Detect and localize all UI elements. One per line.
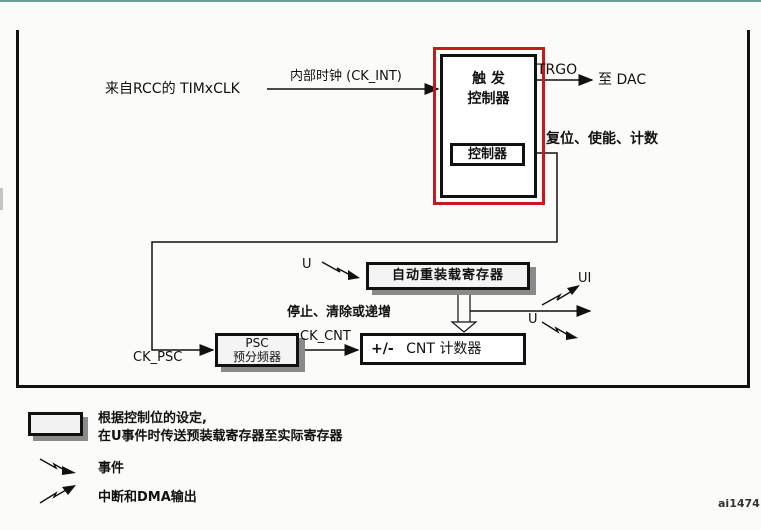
trgo-label: TRGO — [537, 62, 578, 78]
legend-interrupt-dma-text: 中断和DMA输出 — [98, 490, 197, 505]
stop-clear-increment-label: 停止、清除或递增 — [287, 305, 392, 320]
ck-psc-label: CK_PSC — [133, 350, 183, 365]
u-out-label: U — [528, 312, 538, 327]
ui-out-label: UI — [578, 271, 592, 286]
ck-int-label: 内部时钟 (CK_INT) — [290, 69, 402, 84]
ck-cnt-label: CK_CNT — [300, 329, 351, 344]
interrupt-dma-icon — [36, 484, 80, 506]
cnt-label: CNT 计数器 — [406, 341, 482, 357]
legend-preload-register-icon — [28, 412, 83, 436]
trigger-controller-title-1: 触 发 — [472, 71, 505, 87]
diagram-frame — [16, 30, 750, 388]
legend-event-text: 事件 — [98, 461, 125, 476]
timxclk-label: 来自RCC的 TIMxCLK — [105, 81, 240, 97]
auto-reload-register[interactable]: 自动重装载寄存器 — [366, 262, 530, 290]
top-accent-bar — [0, 0, 761, 2]
event-icon — [36, 455, 80, 475]
psc-prescaler[interactable]: PSC 预分频器 — [215, 333, 299, 367]
legend-preload-text-1: 根据控制位的设定, — [98, 411, 207, 426]
figure-reference: ai1474 — [718, 497, 760, 510]
cnt-direction: +/- — [371, 341, 394, 357]
psc-label: PSC — [245, 336, 269, 350]
cnt-counter[interactable]: +/- CNT 计数器 — [360, 333, 526, 365]
psc-sublabel: 预分频器 — [232, 350, 281, 364]
trigger-controller-block[interactable]: 触 发 控制器 — [440, 54, 537, 198]
left-edge-marker — [0, 188, 3, 210]
reset-enable-count-label: 复位、使能、计数 — [546, 131, 658, 147]
trigger-controller-highlight[interactable] — [433, 47, 545, 205]
to-dac-label: 至 DAC — [598, 72, 647, 88]
controller-subblock[interactable]: 控制器 — [450, 143, 525, 166]
legend-preload-text-2: 在U事件时传送预装载寄存器至实际寄存器 — [98, 429, 343, 444]
trigger-controller-title-2: 控制器 — [467, 91, 510, 107]
ck-psc-wire — [151, 152, 558, 356]
u-event-in-label: U — [302, 257, 312, 272]
